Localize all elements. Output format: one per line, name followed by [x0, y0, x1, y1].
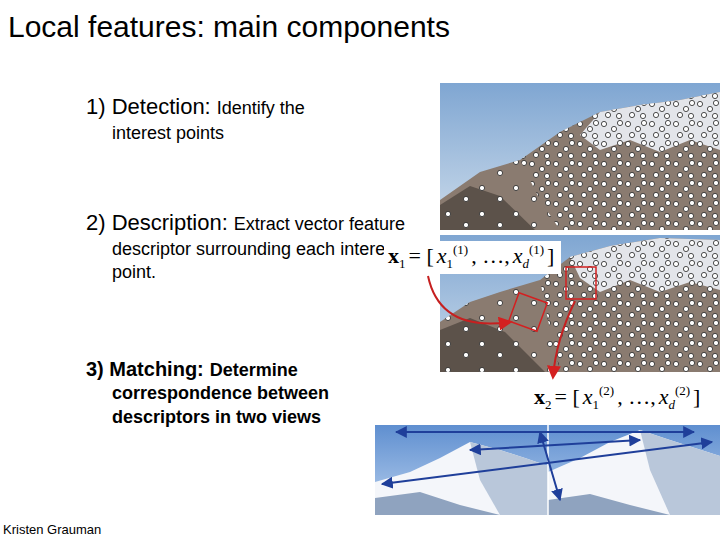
formula-part: = [ [555, 384, 580, 409]
formula-part: (1) [529, 242, 544, 257]
formula-part: , …, [471, 243, 510, 268]
formula-part: x [534, 384, 545, 409]
slide-title: Local features: main components [8, 10, 450, 44]
formula-part: 2 [545, 397, 552, 412]
text-block: 2) Description:Extract vector feature de… [86, 209, 412, 284]
formula-part: d [668, 397, 675, 412]
formula-part: x [513, 243, 523, 268]
step-heading: 1) Detection: [86, 94, 211, 119]
formula-part: x [388, 243, 399, 268]
formula-part: 1 [593, 397, 600, 412]
formula-part: x [437, 243, 447, 268]
text-block: 3) Matching:Determine correspondence bet… [86, 356, 372, 429]
credit-text: Kristen Grauman [3, 522, 101, 537]
text-block: 1) Detection:Identify the interest point… [86, 93, 364, 145]
formula-part: (2) [599, 383, 614, 398]
descriptor-formula: x1= [x1(1), …,xd(1)] [384, 241, 561, 274]
formula-part: (2) [675, 383, 690, 398]
descriptor-formula: x2= [x1(2), …,xd(2)] [530, 382, 707, 415]
formula-part: (1) [453, 242, 468, 257]
step-heading: 2) Description: [86, 210, 228, 235]
text-block: Kristen Grauman [3, 522, 101, 537]
formula-part: x [583, 384, 593, 409]
formula-part: d [522, 256, 529, 271]
formula-part: , …, [617, 384, 656, 409]
formula-part: 1 [447, 256, 454, 271]
formula-part: ] [693, 384, 700, 409]
formula-part: = [ [409, 243, 434, 268]
formula-part: x [659, 384, 669, 409]
formula-part: ] [547, 243, 554, 268]
formula-part: 1 [399, 256, 406, 271]
step-heading: 3) Matching: [86, 358, 204, 380]
